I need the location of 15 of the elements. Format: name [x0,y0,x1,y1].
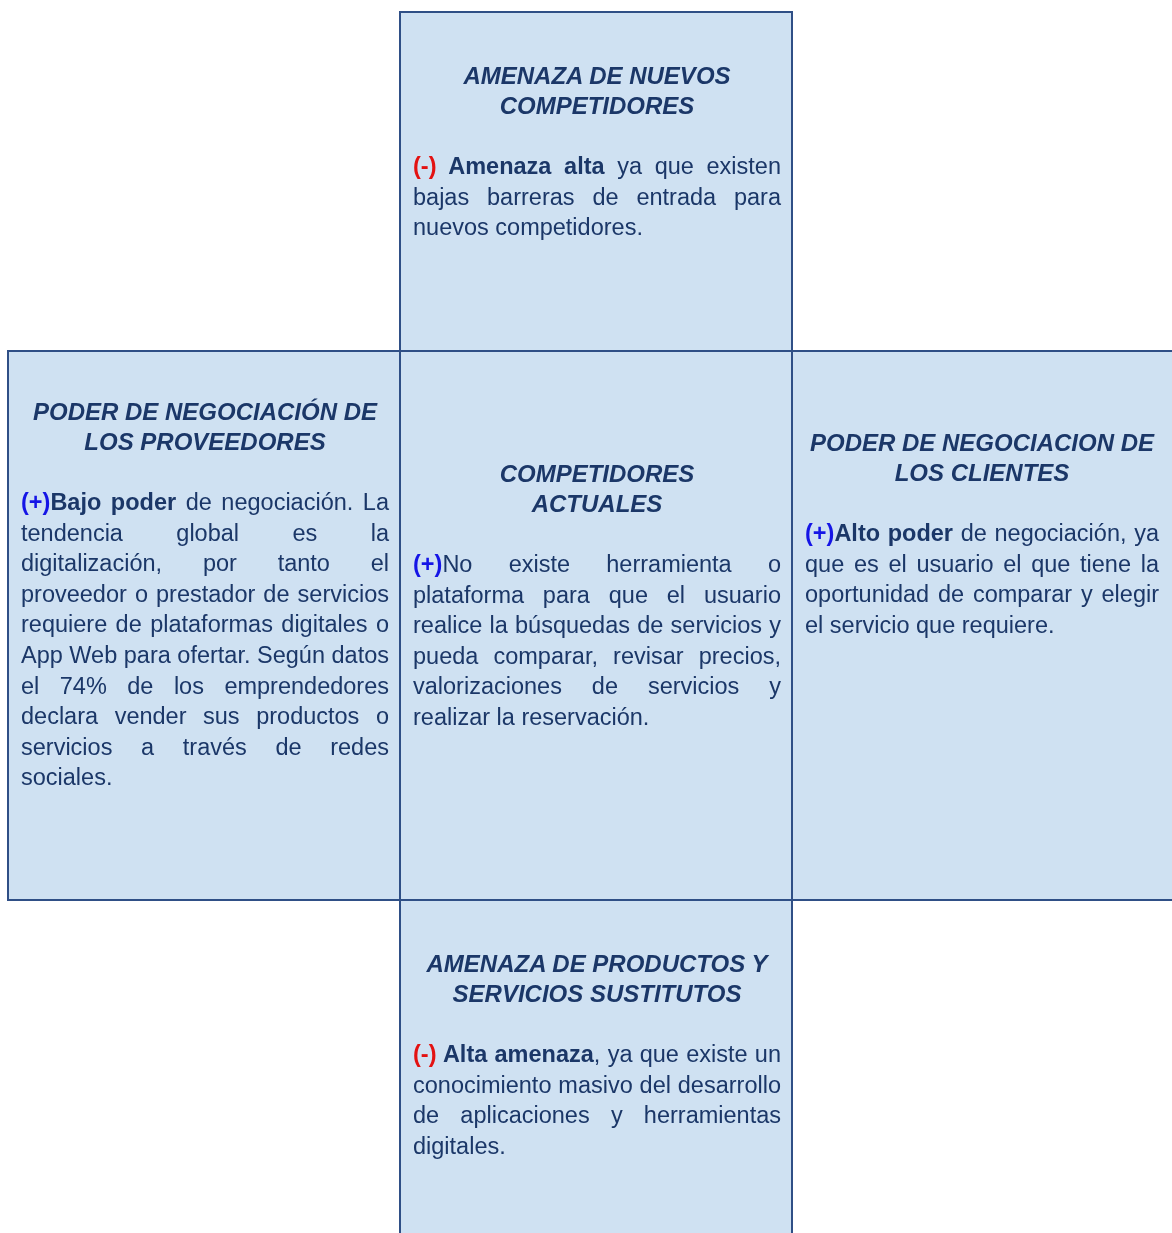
panel-heading: COMPETIDORES ACTUALES [498,459,696,519]
force-panel [399,350,793,901]
force-panel [399,11,793,352]
panel-heading: AMENAZA DE PRODUCTOS Y SERVICIOS SUSTITUTOS [425,949,770,1009]
panel-description: (-) Alta amenaza, ya que existe un conocimiento masivo del desarrollo de aplicaciones y herramientas digitales. [413,1040,781,1161]
panel-description: (+)No existe herramienta o plataforma para que el usuario realice la búsquedas de servicios y pueda comparar, revisar precios, valorizaciones de servicios y realizar la reservación. [413,550,781,732]
panel-description: (+)Bajo poder de negociación. La tendencia global es la digitalización, por tanto el proveedor o prestador de servicios requiere de plataformas digitales o App Web para ofertar. Según datos el 74% de los emprendedores declara vender sus productos o servicios a través de redes sociales. [21,488,389,793]
force-panel [791,350,1172,901]
force-panel [7,350,401,901]
panel-description: (+)Alto poder de negociación, ya que es el usuario el que tiene la oportunidad de comparar y elegir el servicio que requiere. [805,519,1159,640]
panel-heading: AMENAZA DE NUEVOS COMPETIDORES [462,61,732,121]
panel-description: (-) Amenaza alta ya que existen bajas barreras de entrada para nuevos competidores. [413,152,781,243]
panel-heading: PODER DE NEGOCIACIÓN DE LOS PROVEEDORES [31,397,379,457]
panel-heading: PODER DE NEGOCIACION DE LOS CLIENTES [808,428,1156,488]
force-panel [399,899,793,1233]
